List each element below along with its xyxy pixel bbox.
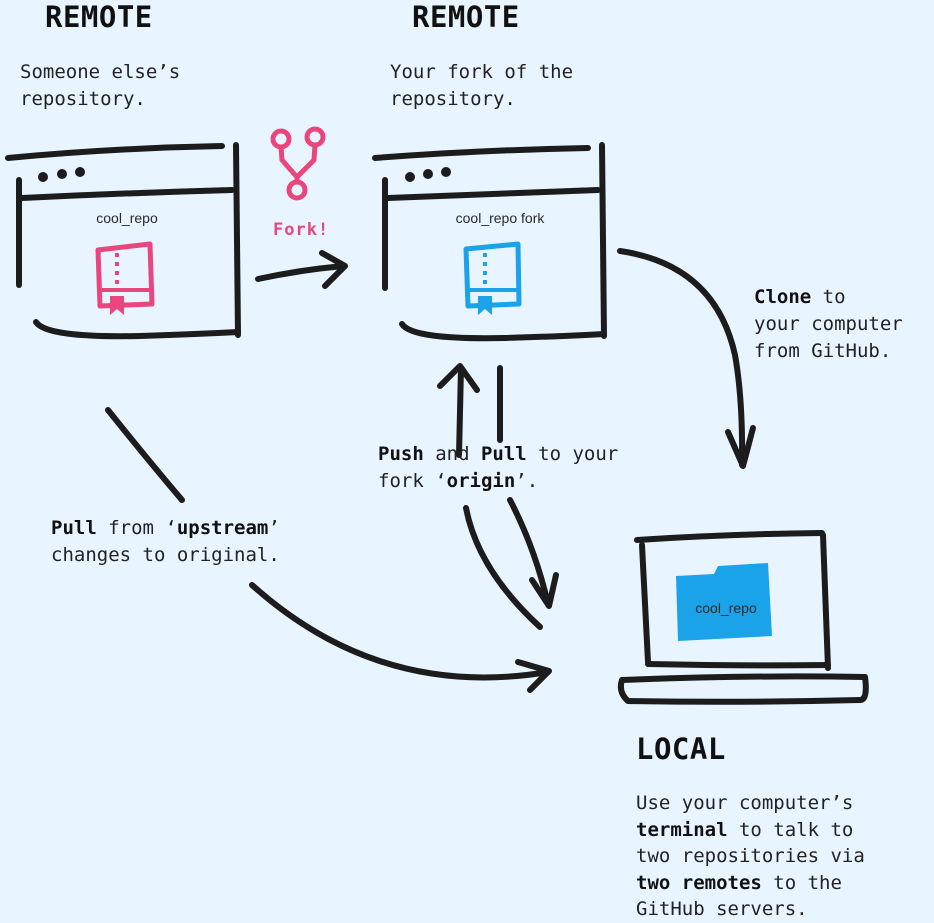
push-pull-text: to your	[526, 443, 619, 465]
upstream-caption: Someone else’s repository.	[20, 59, 180, 113]
local-text: two repositories via	[636, 845, 865, 867]
clone-note-text: to	[811, 286, 846, 308]
push-arrow	[437, 363, 543, 630]
upstream-caption-line: repository.	[20, 88, 146, 110]
push-pull-note: Push and Pull to your fork ‘origin’.	[378, 441, 618, 495]
clone-keyword: Clone	[754, 286, 812, 308]
local-folder-icon	[676, 563, 772, 641]
clone-note-text: your computer	[754, 313, 903, 335]
upstream-note-text: changes to original.	[51, 544, 280, 566]
pull-arrow	[497, 365, 559, 609]
local-text: to talk to	[727, 818, 854, 841]
upstream-keyword: upstream	[176, 517, 269, 539]
clone-note: Clone to your computer from GitHub.	[754, 284, 903, 365]
origin-caption: Your fork of the repository.	[390, 59, 573, 113]
fork-window-dots	[405, 167, 451, 182]
clone-note-text: from GitHub.	[754, 340, 892, 362]
fork-book-icon	[463, 241, 522, 315]
push-keyword: Push	[378, 443, 424, 465]
local-text: Use your computer’s	[636, 792, 854, 814]
two-remotes-keyword: two remotes	[636, 871, 762, 894]
terminal-keyword: terminal	[636, 818, 728, 841]
clone-arrow	[617, 248, 756, 469]
local-heading: LOCAL	[636, 732, 726, 766]
origin-caption-line: Your fork of the	[390, 61, 574, 83]
upstream-pull-arrow	[105, 407, 552, 693]
upstream-note-text: ’	[268, 517, 280, 539]
upstream-note-text: from ‘	[96, 517, 177, 539]
laptop	[617, 530, 869, 705]
fork-label: Fork!	[273, 220, 330, 240]
fork-arrow	[255, 250, 348, 289]
pull-keyword: Pull	[480, 443, 527, 465]
push-pull-text: ’.	[515, 470, 539, 492]
local-text: to the	[761, 871, 842, 894]
origin-repo-name: cool_repo fork	[455, 210, 545, 226]
upstream-book-icon	[95, 241, 155, 315]
upstream-repo-name: cool_repo	[96, 210, 158, 226]
origin-caption-line: repository.	[390, 88, 516, 110]
upstream-heading: REMOTE	[45, 0, 153, 34]
fork-icon	[270, 126, 326, 201]
push-pull-text: and	[423, 443, 481, 465]
upstream-window-dots	[38, 167, 85, 182]
push-pull-text: fork ‘	[378, 470, 447, 492]
origin-keyword: origin	[446, 470, 516, 492]
upstream-caption-line: Someone else’s	[20, 61, 181, 83]
local-description: Use your computer’s terminal to talk to …	[636, 790, 865, 923]
pull-keyword: Pull	[51, 517, 97, 539]
origin-heading: REMOTE	[412, 0, 520, 34]
upstream-pull-note: Pull from ‘upstream’ changes to original…	[51, 515, 280, 569]
local-text: GitHub servers.	[636, 898, 808, 920]
local-folder-name: cool_repo	[695, 600, 757, 616]
fork-browser-window	[372, 142, 607, 342]
upstream-browser-window	[5, 142, 241, 340]
